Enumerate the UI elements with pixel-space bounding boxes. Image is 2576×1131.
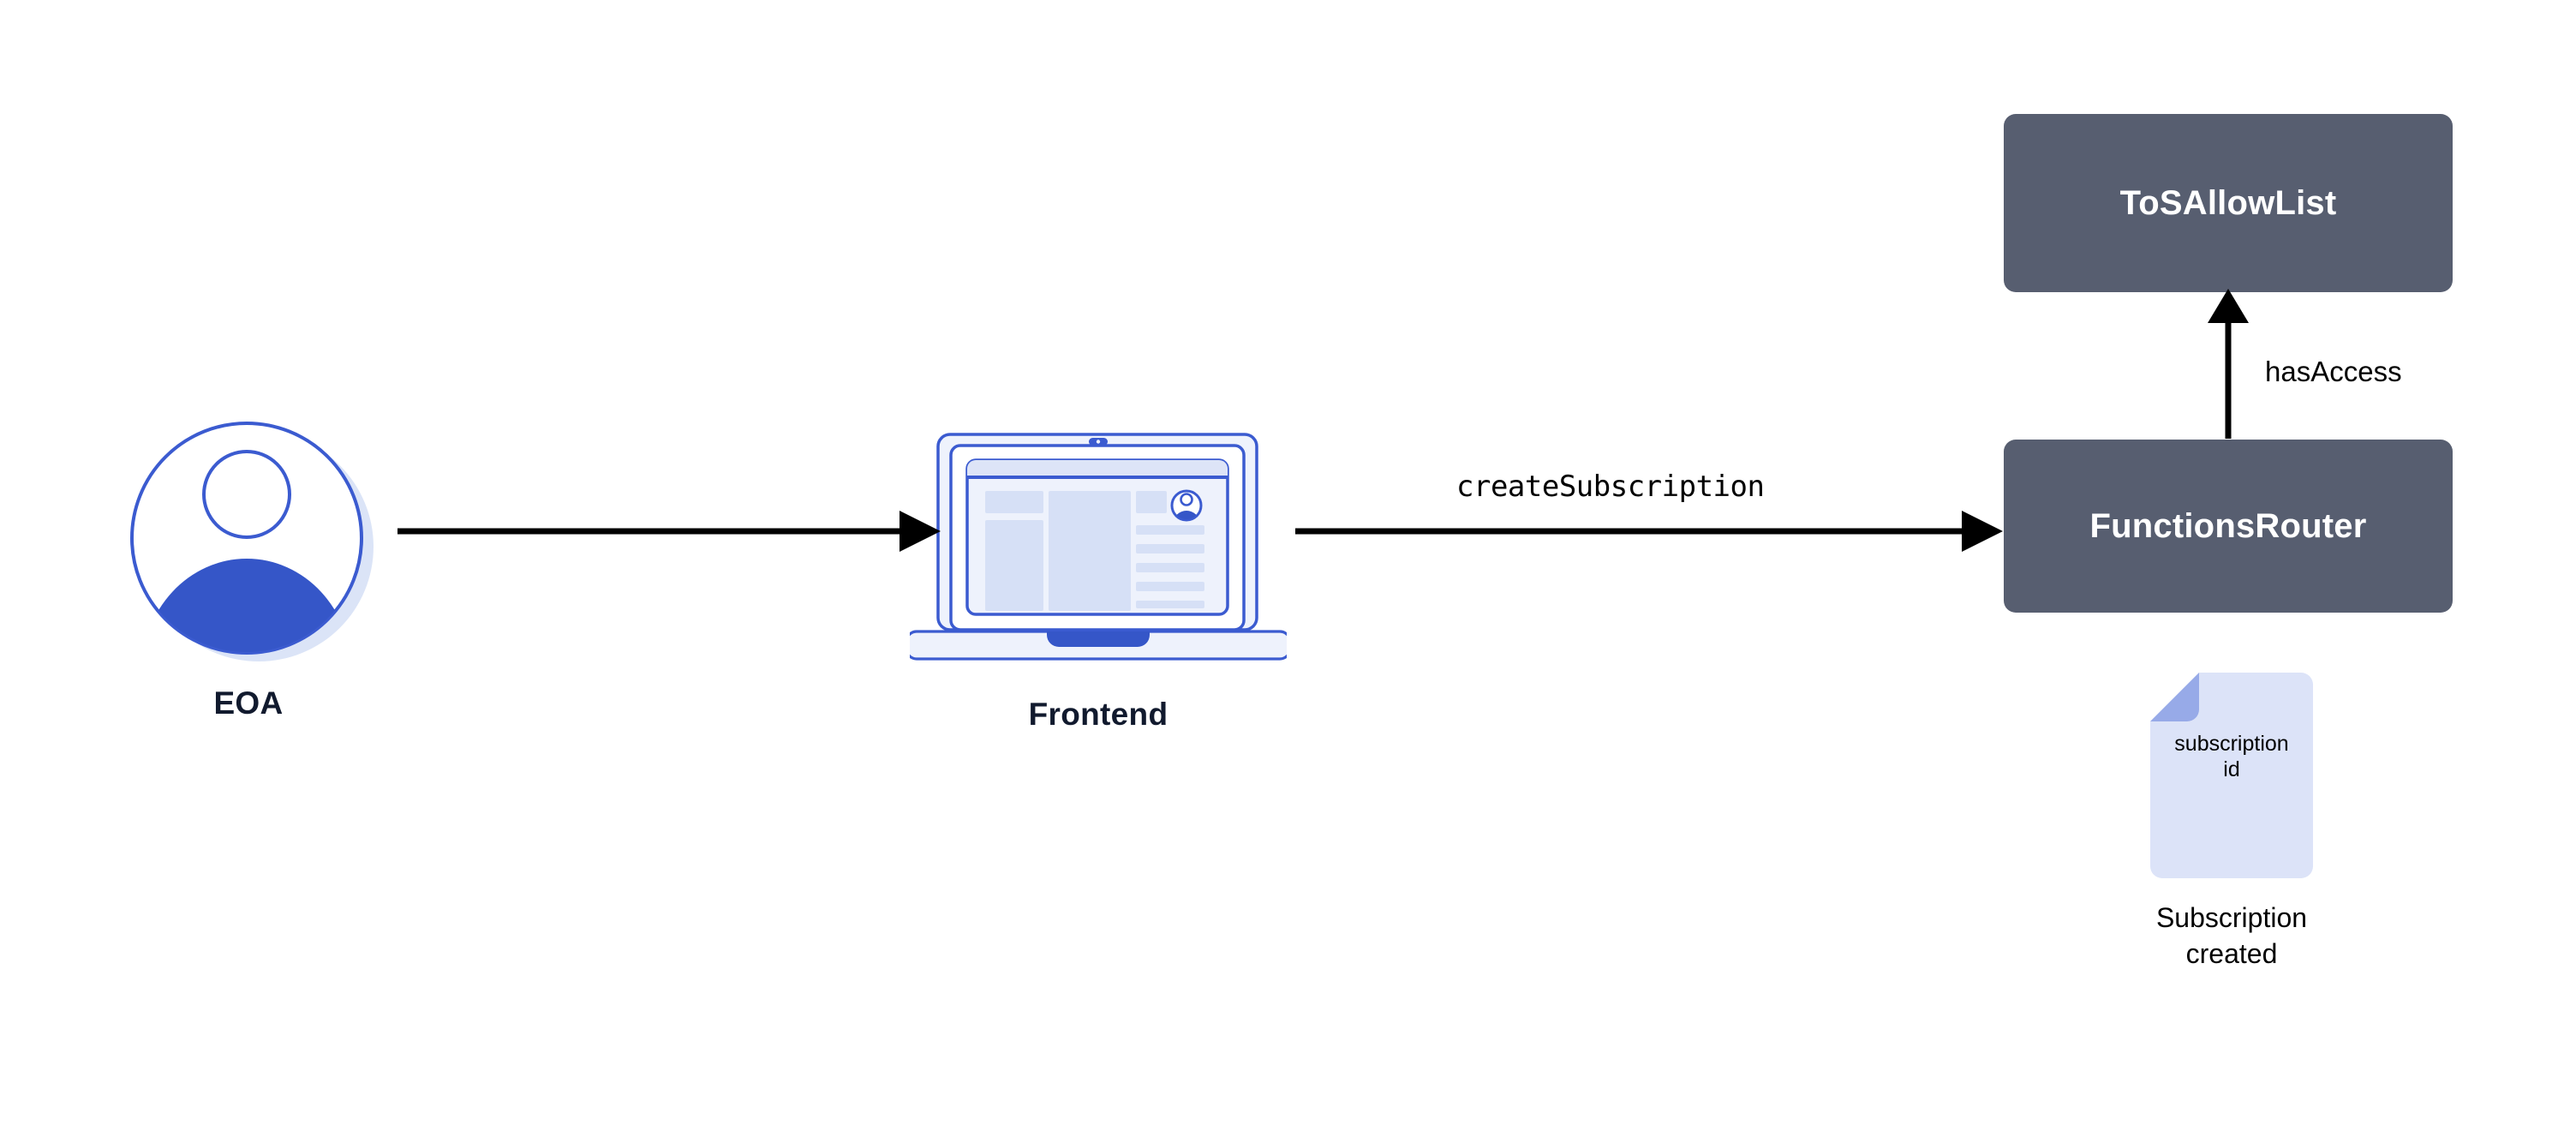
node-tos-allow-list[interactable]: ToSAllowList	[2004, 114, 2453, 292]
subscription-document-text: subscription id	[2155, 731, 2308, 782]
node-eoa-label: EOA	[213, 685, 284, 721]
node-functions-router[interactable]: FunctionsRouter	[2004, 440, 2453, 613]
arrow-frontend-to-functions-router	[1295, 511, 2003, 552]
subscription-document-text-line2: id	[2223, 757, 2240, 781]
arrow-functions-router-to-tos-allow-list	[2208, 289, 2249, 439]
node-subscription-document[interactable]: subscription id Subscription created	[2150, 673, 2313, 990]
subscription-document-text-line1: subscription	[2174, 732, 2289, 756]
subscription-document-caption: Subscription created	[2073, 900, 2390, 972]
laptop-icon	[910, 433, 1287, 661]
edge-label-create-subscription: createSubscription	[1456, 470, 1765, 504]
edge-label-has-access: hasAccess	[2265, 356, 2402, 387]
node-functions-router-label: FunctionsRouter	[2089, 506, 2367, 545]
user-avatar-icon	[130, 422, 374, 661]
subscription-document-caption-line2: created	[2185, 938, 2278, 969]
node-eoa[interactable]: EOA	[120, 411, 377, 771]
subscription-document-caption-line1: Subscription	[2155, 902, 2308, 933]
node-frontend-label: Frontend	[1028, 697, 1168, 732]
arrow-eoa-to-frontend	[397, 511, 941, 552]
node-tos-allow-list-label: ToSAllowList	[2119, 183, 2337, 222]
document-icon	[2150, 673, 2313, 878]
node-frontend[interactable]: Frontend	[910, 424, 1287, 767]
